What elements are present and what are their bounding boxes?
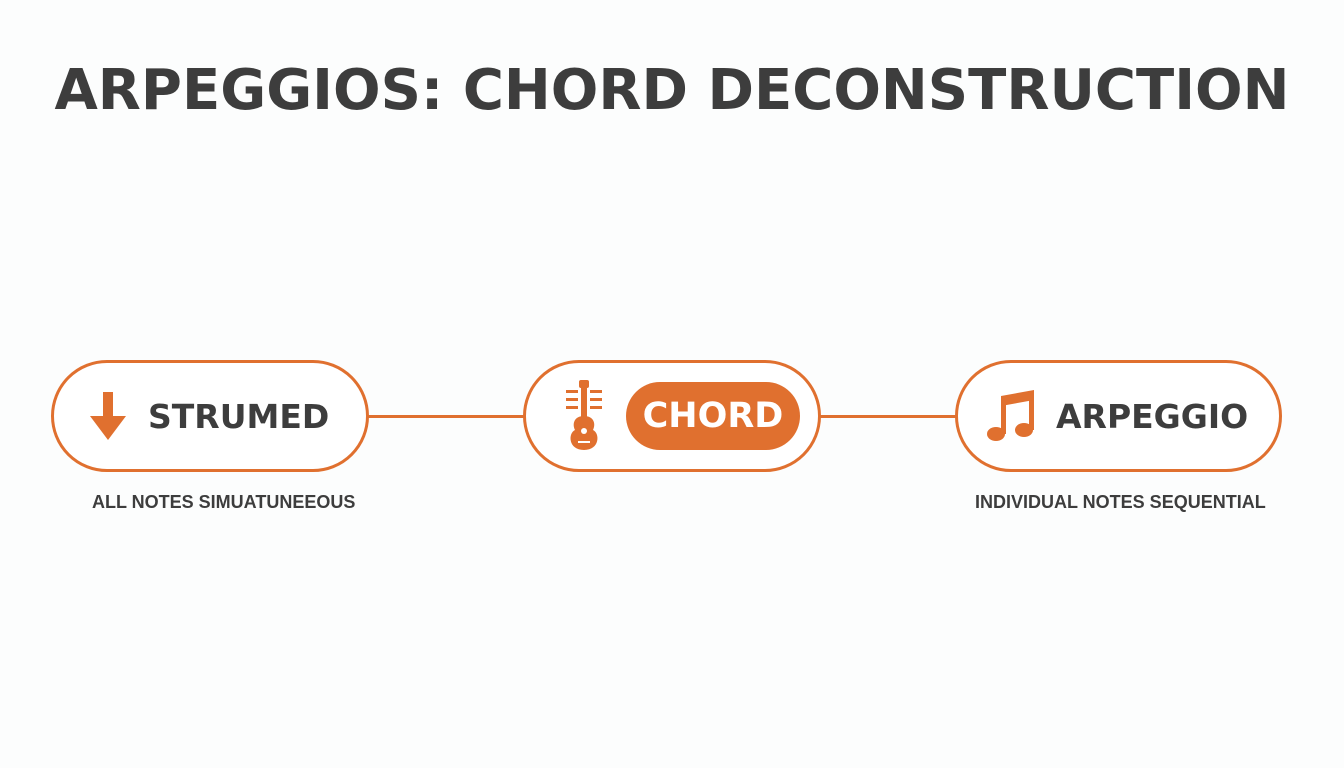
arpeggio-node: ARPEGGIO: [955, 360, 1282, 472]
arpeggio-label: ARPEGGIO: [1056, 396, 1249, 436]
strummed-node: STRUMED: [51, 360, 369, 472]
chord-pill: CHORD: [626, 382, 800, 450]
connector-right: [818, 415, 958, 418]
chord-node: CHORD: [523, 360, 821, 472]
strummed-label: STRUMED: [148, 396, 330, 436]
music-note-icon: [987, 390, 1034, 441]
connector-left: [366, 415, 526, 418]
chord-label: CHORD: [642, 396, 784, 436]
page-title: ARPEGGIOS: CHORD DECONSTRUCTION: [54, 58, 1290, 123]
arpeggio-caption: INDIVIDUAL NOTES SEQUENTIAL: [975, 492, 1266, 512]
guitar-icon: [566, 380, 602, 450]
down-arrow-icon: [90, 392, 126, 440]
strummed-caption: ALL NOTES SIMUATUNEEOUS: [92, 492, 356, 512]
